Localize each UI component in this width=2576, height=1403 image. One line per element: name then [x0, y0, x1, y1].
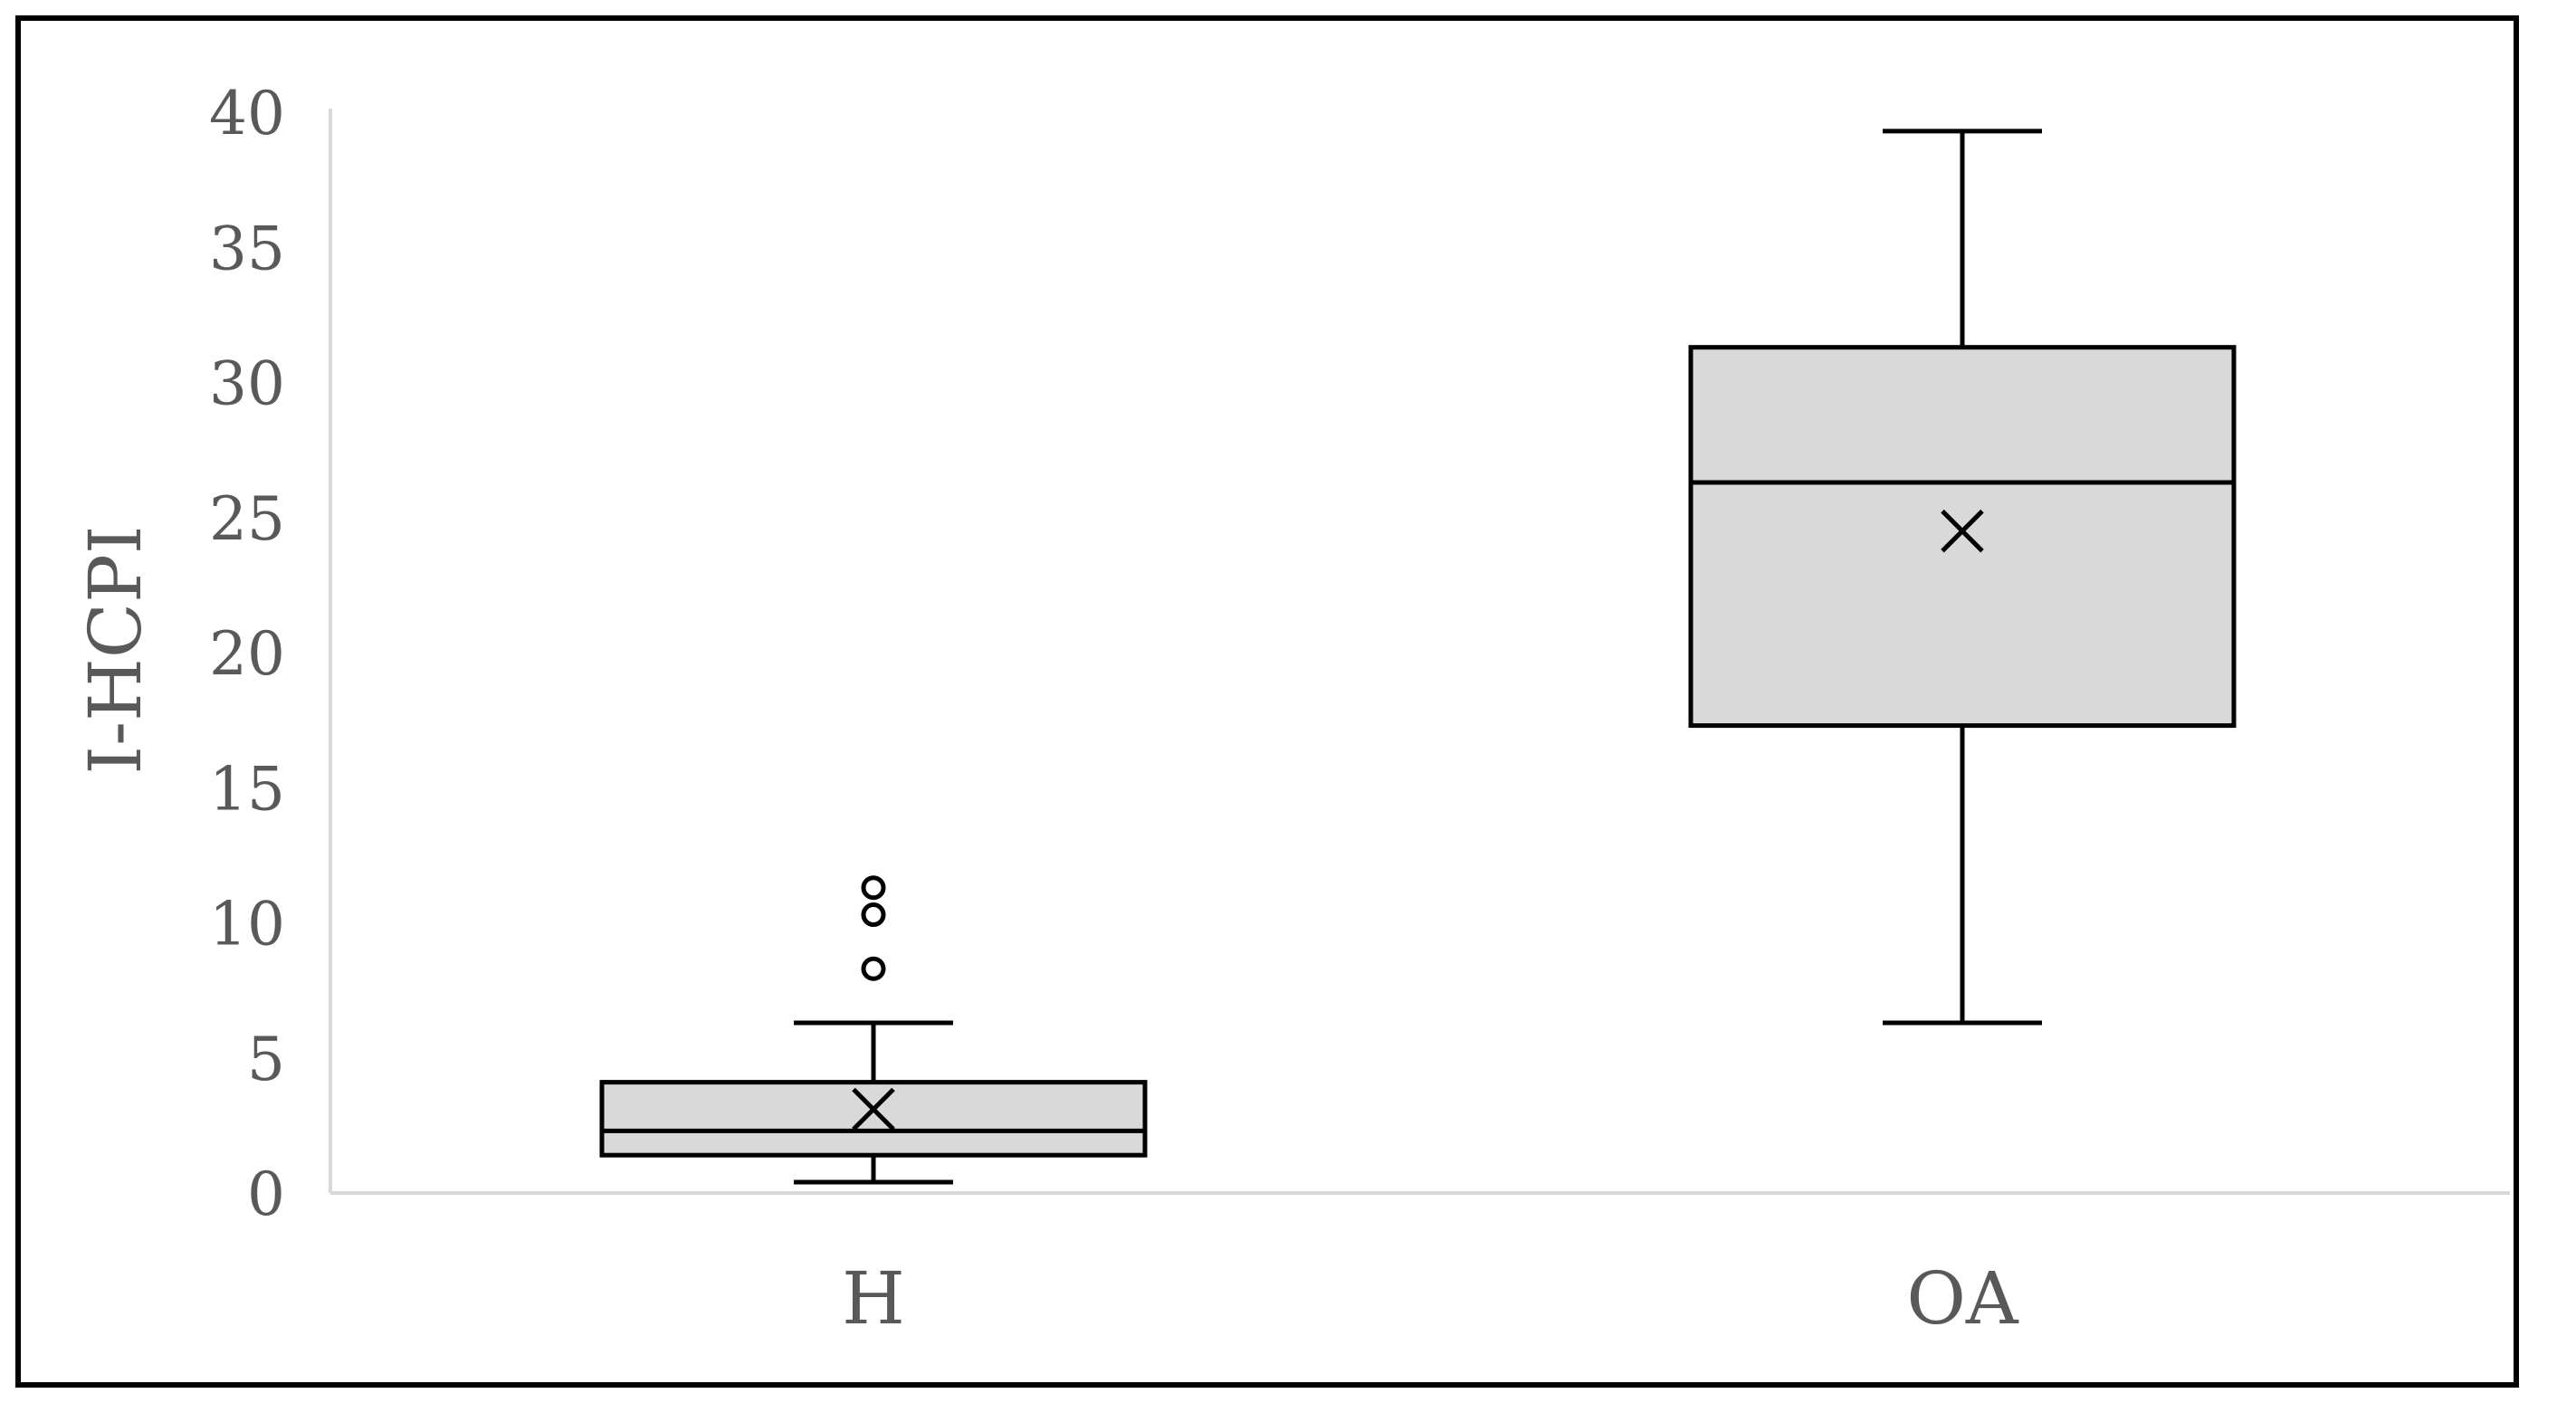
- y-axis-title: I-HCPI: [73, 525, 157, 774]
- outlier-point: [861, 875, 886, 901]
- mean-marker: [1941, 509, 1984, 553]
- category-label-h: H: [842, 1256, 905, 1341]
- y-tick-label: 35: [209, 214, 285, 283]
- y-tick-label: 20: [209, 619, 285, 689]
- box-series: [599, 129, 2237, 1185]
- interquartile-box: [599, 1080, 1148, 1158]
- y-tick-label: 15: [209, 754, 285, 824]
- box-oa: [1688, 129, 2237, 1026]
- y-tick-labels: 0 5 10 15 20 25 30 35 40: [209, 79, 285, 1229]
- y-tick-label: 25: [209, 484, 285, 554]
- outlier-point: [861, 902, 886, 928]
- y-tick-label: 30: [209, 349, 285, 419]
- mean-marker: [852, 1087, 895, 1131]
- y-tick-label: 0: [247, 1160, 285, 1229]
- interquartile-box: [1688, 345, 2237, 729]
- y-tick-label: 5: [247, 1025, 285, 1094]
- category-label-oa: OA: [1906, 1256, 2019, 1341]
- y-tick-label: 40: [209, 79, 285, 148]
- outlier-point: [861, 956, 886, 981]
- y-tick-label: 10: [209, 890, 285, 959]
- box-h: [599, 875, 1148, 1185]
- category-labels: H OA: [842, 1256, 2019, 1341]
